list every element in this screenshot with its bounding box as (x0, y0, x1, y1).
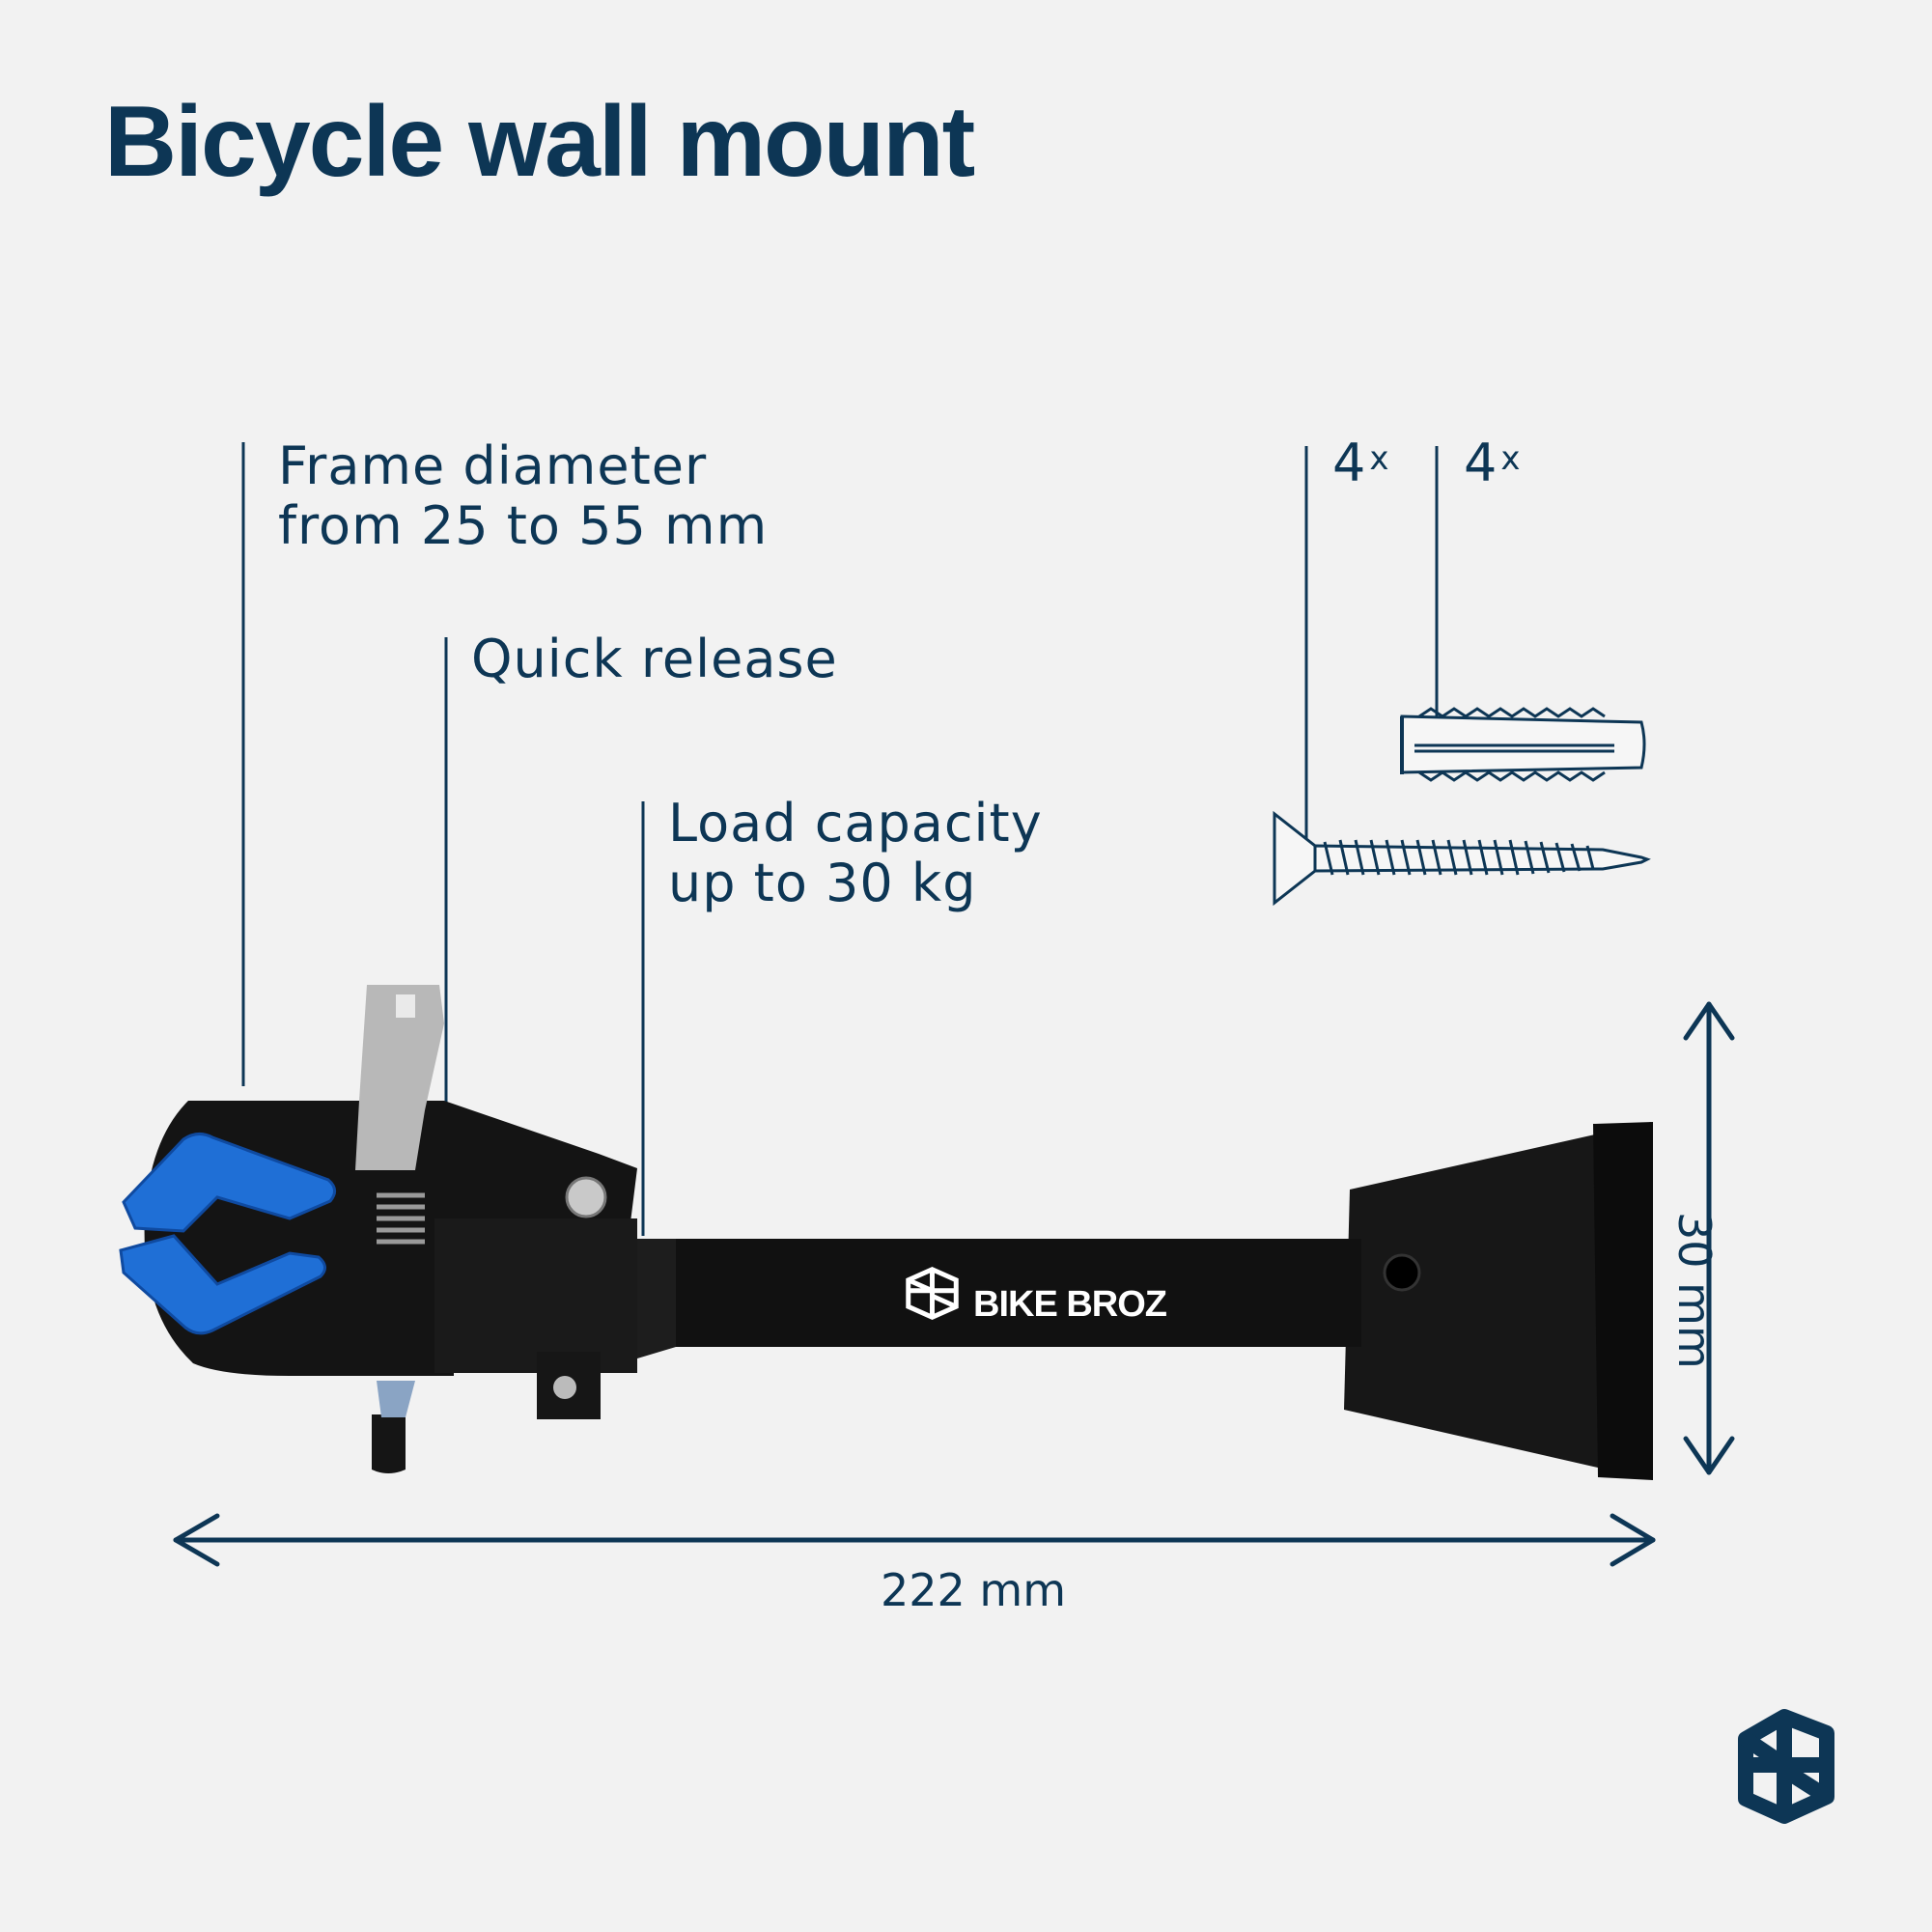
brand-label: BIKE BROZ (973, 1284, 1167, 1325)
length-dimension-label: 222 mm (881, 1564, 1067, 1616)
bikebroz-logo-icon (1738, 1709, 1834, 1824)
screw-count-suffix: x (1369, 439, 1389, 478)
wall-plate (1344, 1122, 1653, 1480)
height-dimension-label: 30 mm (1668, 1212, 1721, 1369)
quick-release-callout: Quick release (471, 629, 838, 689)
frame-diameter-callout: Frame diameter from 25 to 55 mm (278, 435, 769, 556)
arm (628, 1239, 1361, 1361)
length-double-arrow-icon (173, 1513, 1656, 1567)
clamp-jaws (119, 1133, 336, 1335)
anchor-count-qty: 4 (1464, 433, 1498, 493)
screw-icon (1273, 810, 1651, 907)
bikebroz-logo-icon (906, 1267, 959, 1320)
anchor-count-suffix: x (1500, 439, 1521, 478)
load-capacity-callout: Load capacity up to 30 kg (668, 793, 1043, 913)
screw-count-qty: 4 (1332, 433, 1366, 493)
clamp-body (144, 985, 638, 1473)
wall-anchor-icon (1400, 707, 1646, 782)
page-title: Bicycle wall mount (104, 86, 975, 198)
height-double-arrow-icon (1683, 1001, 1735, 1475)
